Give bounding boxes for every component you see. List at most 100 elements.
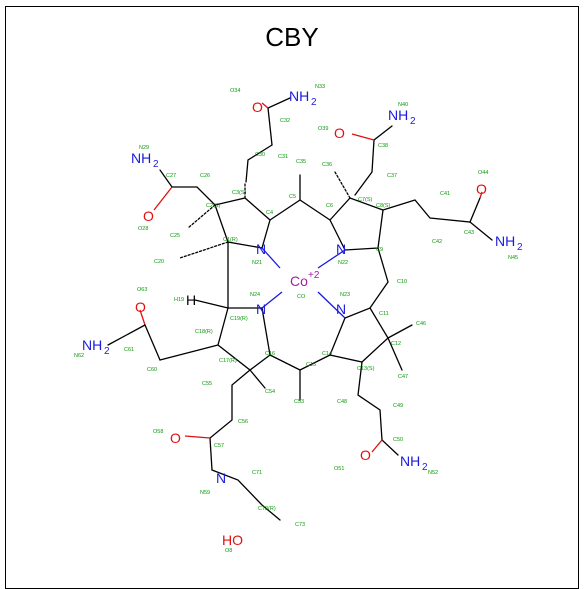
svg-text:C8(S): C8(S) — [376, 203, 391, 209]
svg-text:O51: O51 — [334, 466, 344, 472]
svg-text:O8: O8 — [225, 548, 232, 554]
svg-text:2: 2 — [422, 462, 428, 473]
svg-text:C61: C61 — [124, 347, 134, 353]
svg-text:H: H — [186, 292, 196, 308]
svg-text:N21: N21 — [252, 260, 262, 266]
svg-text:2: 2 — [311, 97, 317, 108]
svg-text:C19(R): C19(R) — [230, 316, 248, 322]
svg-text:+2: +2 — [308, 270, 320, 281]
svg-text:N: N — [336, 241, 346, 257]
svg-text:C20: C20 — [154, 259, 164, 265]
svg-text:O: O — [476, 181, 487, 197]
svg-text:O: O — [135, 299, 146, 315]
svg-text:N24: N24 — [250, 292, 260, 298]
svg-text:N29: N29 — [139, 145, 149, 151]
svg-text:C50: C50 — [393, 437, 403, 443]
svg-text:C32: C32 — [280, 118, 290, 124]
svg-text:C18(R): C18(R) — [195, 329, 213, 335]
svg-text:C55: C55 — [202, 381, 212, 387]
molecule-title: CBY — [265, 22, 319, 52]
svg-text:C5: C5 — [289, 194, 296, 200]
svg-text:O: O — [334, 125, 345, 141]
svg-text:N: N — [256, 241, 266, 257]
svg-text:NH: NH — [400, 453, 420, 469]
svg-text:C43: C43 — [464, 230, 474, 236]
svg-text:N23: N23 — [340, 292, 350, 298]
svg-text:C37: C37 — [387, 173, 397, 179]
svg-text:C7(S): C7(S) — [358, 197, 373, 203]
svg-text:NH: NH — [82, 337, 102, 353]
svg-text:C27: C27 — [166, 173, 176, 179]
bonds — [107, 97, 493, 521]
svg-text:N: N — [216, 470, 226, 486]
svg-text:C16: C16 — [265, 351, 275, 357]
svg-text:N: N — [336, 301, 346, 317]
svg-text:C60: C60 — [147, 367, 157, 373]
svg-text:O34: O34 — [230, 88, 240, 94]
svg-text:O: O — [170, 430, 181, 446]
svg-text:C73: C73 — [295, 522, 305, 528]
svg-text:Co: Co — [290, 273, 308, 289]
svg-text:C31: C31 — [278, 154, 288, 160]
svg-text:C1(R): C1(R) — [223, 237, 238, 243]
svg-text:N45: N45 — [508, 255, 518, 261]
svg-text:C14: C14 — [322, 351, 332, 357]
svg-text:C9: C9 — [376, 247, 383, 253]
svg-text:C53: C53 — [294, 399, 304, 405]
svg-text:C2(S): C2(S) — [206, 203, 221, 209]
svg-text:C48: C48 — [337, 399, 347, 405]
svg-text:C72(R): C72(R) — [258, 506, 276, 512]
svg-text:C46: C46 — [416, 321, 426, 327]
svg-text:O: O — [252, 99, 263, 115]
svg-text:C30: C30 — [255, 152, 265, 158]
svg-text:N62: N62 — [74, 353, 84, 359]
svg-text:O39: O39 — [318, 126, 328, 132]
svg-text:C38: C38 — [378, 143, 388, 149]
svg-text:NH: NH — [131, 150, 151, 166]
svg-text:N40: N40 — [398, 102, 408, 108]
svg-text:C36: C36 — [322, 162, 332, 168]
svg-text:H19: H19 — [174, 297, 184, 303]
svg-text:N: N — [256, 301, 266, 317]
svg-text:2: 2 — [104, 346, 110, 357]
svg-text:O: O — [143, 208, 154, 224]
svg-text:NH: NH — [388, 107, 408, 123]
svg-text:O: O — [360, 447, 371, 463]
svg-text:N22: N22 — [338, 260, 348, 266]
svg-text:O63: O63 — [137, 287, 147, 293]
svg-text:N33: N33 — [315, 84, 325, 90]
svg-text:C41: C41 — [440, 191, 450, 197]
svg-text:C26: C26 — [200, 173, 210, 179]
svg-text:NH: NH — [289, 88, 309, 104]
svg-text:CO: CO — [297, 294, 306, 300]
svg-text:C11: C11 — [379, 311, 389, 317]
svg-text:C3(S): C3(S) — [232, 190, 247, 196]
svg-text:NH: NH — [495, 233, 515, 249]
svg-text:C49: C49 — [393, 403, 403, 409]
svg-text:2: 2 — [517, 242, 523, 253]
svg-text:C71: C71 — [252, 470, 262, 476]
svg-text:C17(R): C17(R) — [219, 358, 237, 364]
svg-text:N52: N52 — [428, 470, 438, 476]
svg-text:C10: C10 — [397, 279, 407, 285]
atoms-heavy: NH 2 NH 2 NH 2 NH 2 NH 2 NH 2 O O O O O … — [82, 88, 523, 548]
svg-text:2: 2 — [153, 159, 159, 170]
svg-text:C13(S): C13(S) — [357, 366, 375, 372]
svg-text:C57: C57 — [214, 443, 224, 449]
svg-text:C12: C12 — [391, 341, 401, 347]
svg-text:C15: C15 — [306, 362, 316, 368]
svg-text:O44: O44 — [478, 170, 488, 176]
svg-text:C54: C54 — [265, 389, 275, 395]
svg-text:2: 2 — [410, 116, 416, 127]
svg-text:O58: O58 — [153, 429, 163, 435]
svg-text:N59: N59 — [200, 490, 210, 496]
svg-text:HO: HO — [222, 532, 243, 548]
svg-text:C35: C35 — [296, 159, 306, 165]
svg-text:O28: O28 — [138, 226, 148, 232]
atom-labels: O34 N33 C32 N40 O39 C38 N29 C27 C26 O28 … — [74, 84, 518, 554]
svg-text:C25: C25 — [170, 233, 180, 239]
svg-text:C56: C56 — [238, 419, 248, 425]
svg-text:C47: C47 — [398, 374, 408, 380]
svg-text:C42: C42 — [432, 239, 442, 245]
